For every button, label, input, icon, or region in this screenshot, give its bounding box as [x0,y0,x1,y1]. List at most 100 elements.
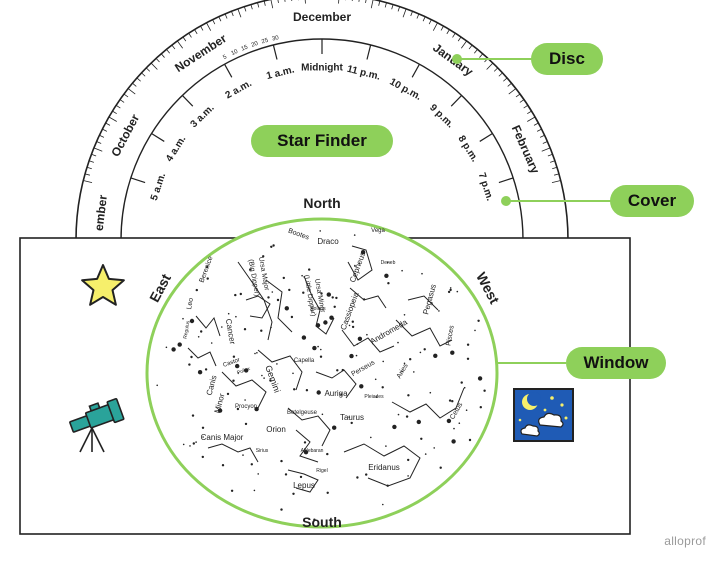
sky-star [459,422,461,424]
sky-star [235,316,237,318]
sky-star [365,473,367,475]
sky-star [193,442,195,444]
sky-star [198,336,200,338]
sky-star [277,299,279,301]
sky-star [242,454,244,456]
callout-cover: Cover [610,185,694,217]
sky-star [244,399,246,401]
sky-star [430,392,432,394]
sky-star [276,363,278,365]
sky-star [406,415,408,417]
sky-star [202,456,204,458]
sky-star [336,369,338,371]
sky-star [171,347,175,351]
sky-star [272,244,274,246]
sky-star [349,354,353,358]
sky-star [474,330,476,332]
sky-star [421,273,423,275]
sky-star [166,347,168,349]
sky-star [319,230,321,232]
sky-star [461,381,463,383]
sky-star [192,414,194,416]
sky-star [417,420,421,424]
sky-star [260,330,262,332]
sky-star [261,375,263,377]
sky-star [323,320,327,324]
sky-star [359,384,363,388]
sky-star [270,246,272,248]
sky-star [407,394,409,396]
direction-north: North [303,195,340,211]
sky-star [202,427,204,429]
constellation-label: Auriga [324,389,348,398]
sky-star [256,352,258,354]
constellation-label: Betelgeuse [287,410,318,416]
sky-star [228,313,230,315]
sky-star [466,409,468,411]
sky-star [244,328,246,330]
callout-disc: Disc [531,43,603,75]
constellation-label: Capella [294,358,315,364]
sky-star [322,414,324,416]
sky-star [302,335,306,339]
sky-star [384,274,388,278]
sky-star [326,453,328,455]
sky-star [312,346,316,350]
sky-star [483,390,485,392]
sky-star [302,292,304,294]
sky-star [317,390,321,394]
sky-star [251,463,253,465]
sky-star [272,291,274,293]
sky-star [198,370,202,374]
sky-star [392,425,396,429]
sky-star [366,334,368,336]
sky-star [304,441,306,443]
sky-star [420,438,422,440]
sky-star [285,473,287,475]
sky-star [480,406,482,408]
sky-star [352,321,354,323]
sky-star [467,344,469,346]
sky-star [407,459,409,461]
sky-star [280,460,282,462]
constellation-label: Taurus [340,413,364,422]
sky-star [156,385,158,387]
direction-south: South [302,514,342,530]
sky-star [332,426,336,430]
sky-star [233,356,235,358]
sky-star [398,414,400,416]
sky-star [293,388,295,390]
month-label: December [293,10,351,24]
sky-star [227,393,229,395]
sky-star [195,441,197,443]
sky-star [234,294,236,296]
sky-star [375,379,377,381]
sky-star [308,268,310,270]
constellation-label: Rigel [316,468,327,474]
sky-star [205,368,207,370]
sky-star [254,353,256,355]
sky-star [467,358,469,360]
sky-star [352,326,354,328]
constellation-label: Draco [317,237,339,246]
sky-star [291,316,293,318]
constellation-label: Polaris [310,306,326,312]
constellation-label: Sirius [256,448,269,454]
sky-star [257,473,259,475]
sky-star [447,419,451,423]
constellation-label: Orion [266,425,286,434]
sky-star [200,330,202,332]
sky-star [356,476,358,478]
sky-star [450,287,452,289]
sky-star [451,439,455,443]
sky-star [351,422,353,424]
sky-star [409,358,411,360]
constellation-label: Aldebaran [301,448,324,454]
sky-star [320,356,322,358]
sky-star [280,508,282,510]
sky-star [401,270,403,272]
sky-star [283,277,285,279]
sky-star [231,490,233,492]
